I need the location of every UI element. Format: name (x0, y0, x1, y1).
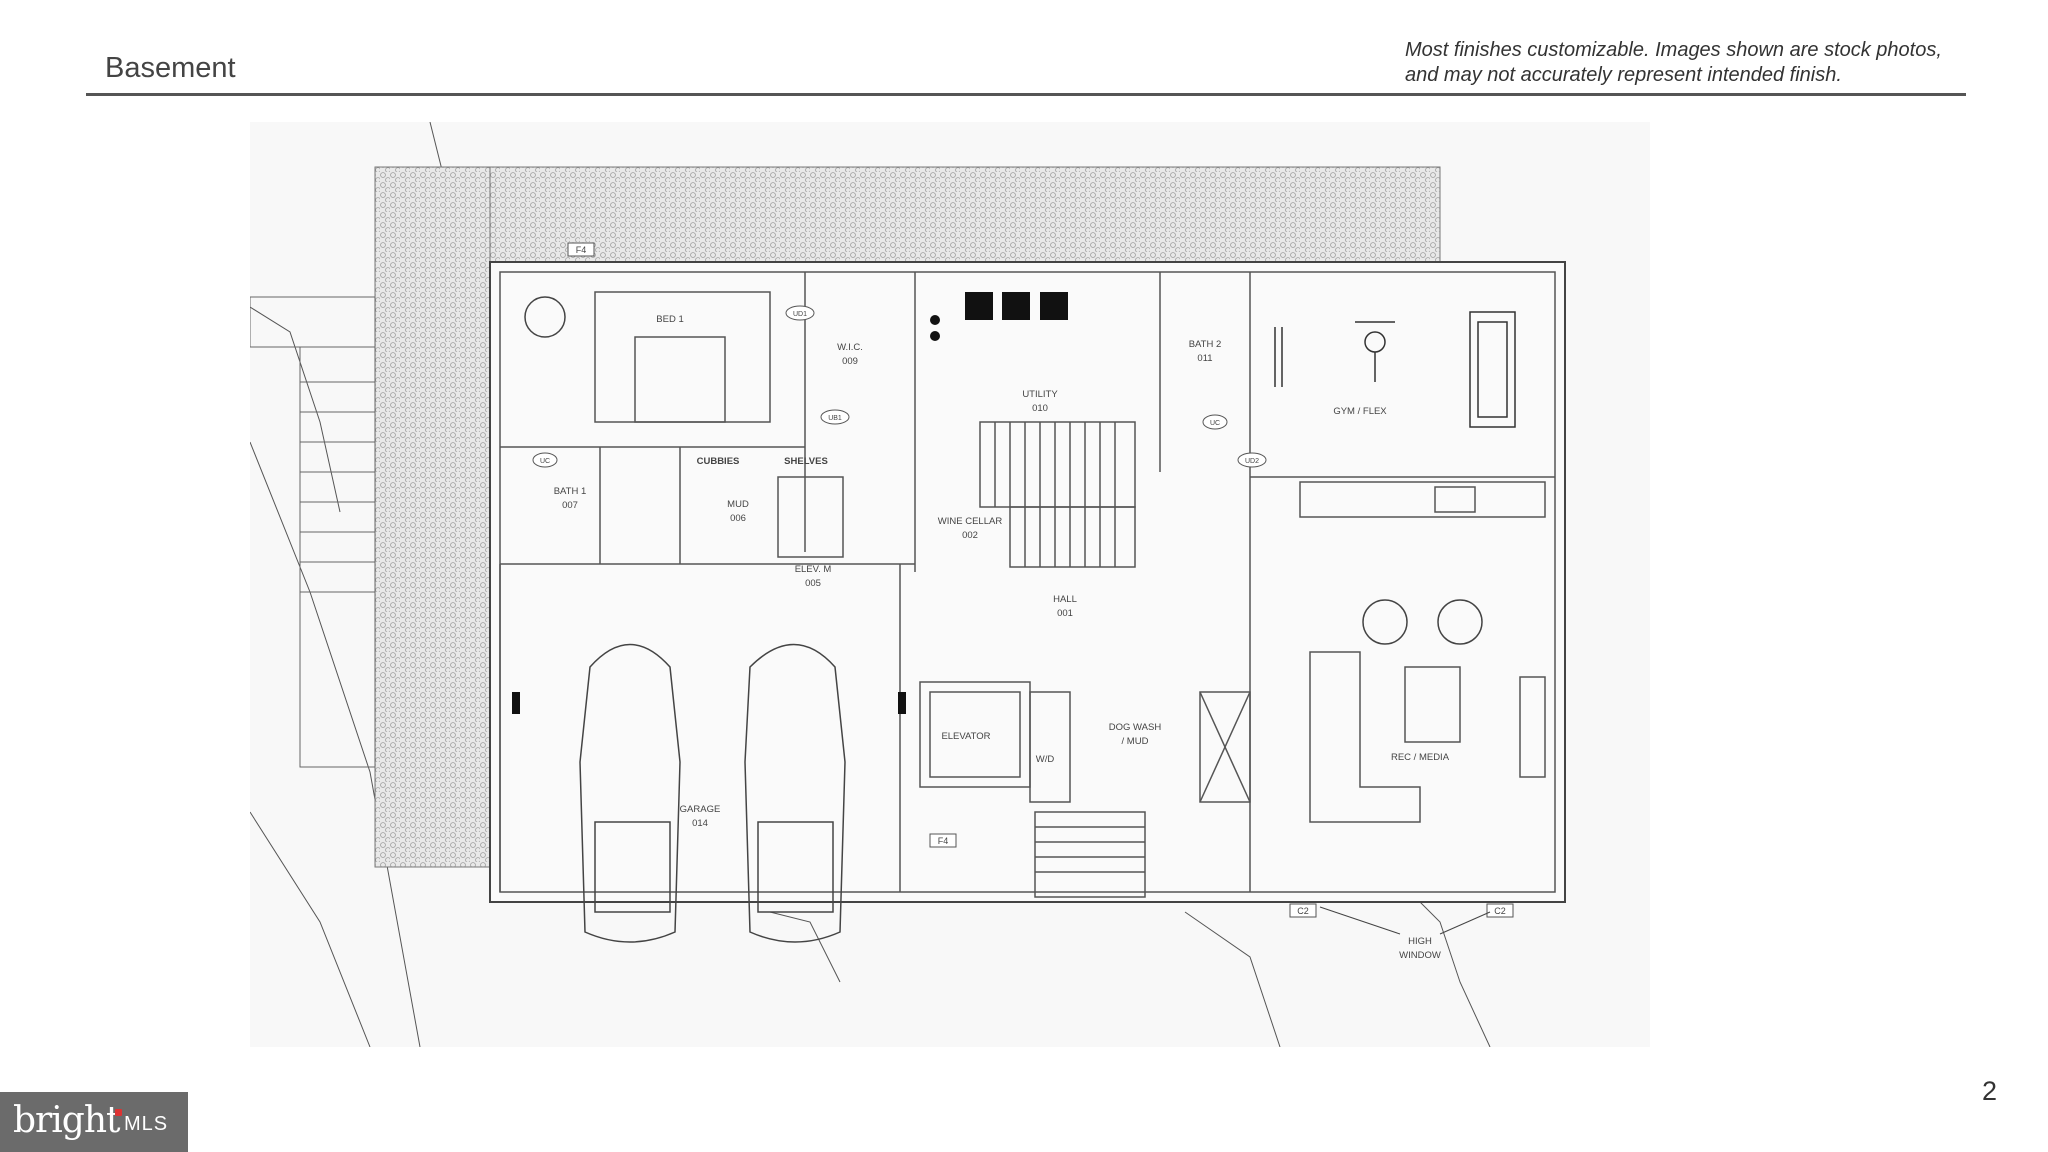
disclaimer-line-1: Most finishes customizable. Images shown… (1405, 39, 1942, 61)
label-mud: MUD (727, 499, 749, 510)
page-title: Basement (105, 52, 236, 84)
tag-ud2: UD2 (1245, 458, 1259, 465)
utility-units (512, 292, 1068, 714)
label-garage-number: 014 (692, 818, 708, 829)
label-bath-2: BATH 2 (1189, 339, 1222, 350)
gym-equipment (1274, 311, 1516, 428)
label-elev-m-number: 005 (805, 578, 821, 589)
rec-armchairs (524, 296, 1483, 645)
floor-plan: BED 1 W.I.C. 009 UTILITY 010 BATH 2 011 … (250, 122, 1650, 1047)
tag-c2-right: C2 (1494, 906, 1506, 916)
header-divider (86, 93, 1966, 96)
label-high-window: HIGH (1408, 936, 1432, 947)
label-bed-1: BED 1 (656, 314, 683, 325)
label-mud-number: 006 (730, 513, 746, 524)
label-wic: W.I.C. (837, 342, 863, 353)
high-window-leaders (1319, 906, 1491, 935)
label-utility: UTILITY (1022, 389, 1058, 400)
page-number: 2 (1982, 1076, 1998, 1106)
exterior-stairs (250, 296, 376, 768)
label-elevator: ELEVATOR (941, 731, 990, 742)
label-garage: GARAGE (680, 804, 721, 815)
tag-uc-bath2: UC (1210, 420, 1220, 427)
disclaimer-text: Most finishes customizable. Images shown… (1405, 38, 2005, 88)
label-bath-1-number: 007 (562, 500, 578, 511)
building-walls (489, 261, 1566, 903)
disclaimer-line-2: and may not accurately represent intende… (1405, 64, 1842, 86)
label-dog-wash-mud: / MUD (1122, 736, 1149, 747)
tag-c2-left: C2 (1297, 906, 1309, 916)
label-rec-media: REC / MEDIA (1391, 752, 1450, 763)
floor-plan-drawing: BED 1 W.I.C. 009 UTILITY 010 BATH 2 011 … (250, 122, 1566, 1047)
car-right (744, 643, 846, 943)
car-left (579, 643, 681, 943)
label-elev-m: ELEV. M (795, 564, 832, 575)
tag-uc: UC (540, 458, 550, 465)
tag-f4-top: F4 (576, 245, 587, 255)
label-washer-dryer: W/D (1036, 754, 1055, 765)
label-gym-flex: GYM / FLEX (1333, 406, 1387, 417)
label-shelves: SHELVES (784, 456, 828, 467)
label-wic-number: 009 (842, 356, 858, 367)
label-cubbies: CUBBIES (697, 456, 740, 467)
label-wine-cellar-number: 002 (962, 530, 978, 541)
tag-ud1: UD1 (793, 311, 807, 318)
label-high-window-2: WINDOW (1399, 950, 1441, 961)
tag-f4-mid: F4 (938, 836, 949, 846)
tag-ub1: UB1 (828, 415, 842, 422)
watermark-suffix: MLS (124, 1113, 169, 1135)
bright-mls-watermark: bright MLS (0, 1092, 188, 1152)
watermark-accent-icon (115, 1109, 122, 1116)
building-walls-inner (499, 271, 1556, 898)
label-utility-number: 010 (1032, 403, 1048, 414)
label-hall-number: 001 (1057, 608, 1073, 619)
label-bath-2-number: 011 (1197, 353, 1212, 364)
label-dog-wash: DOG WASH (1109, 722, 1162, 733)
label-bath-1: BATH 1 (554, 486, 587, 497)
watermark-brand: bright (13, 1100, 120, 1141)
label-wine-cellar: WINE CELLAR (938, 516, 1003, 527)
label-hall: HALL (1053, 594, 1077, 605)
